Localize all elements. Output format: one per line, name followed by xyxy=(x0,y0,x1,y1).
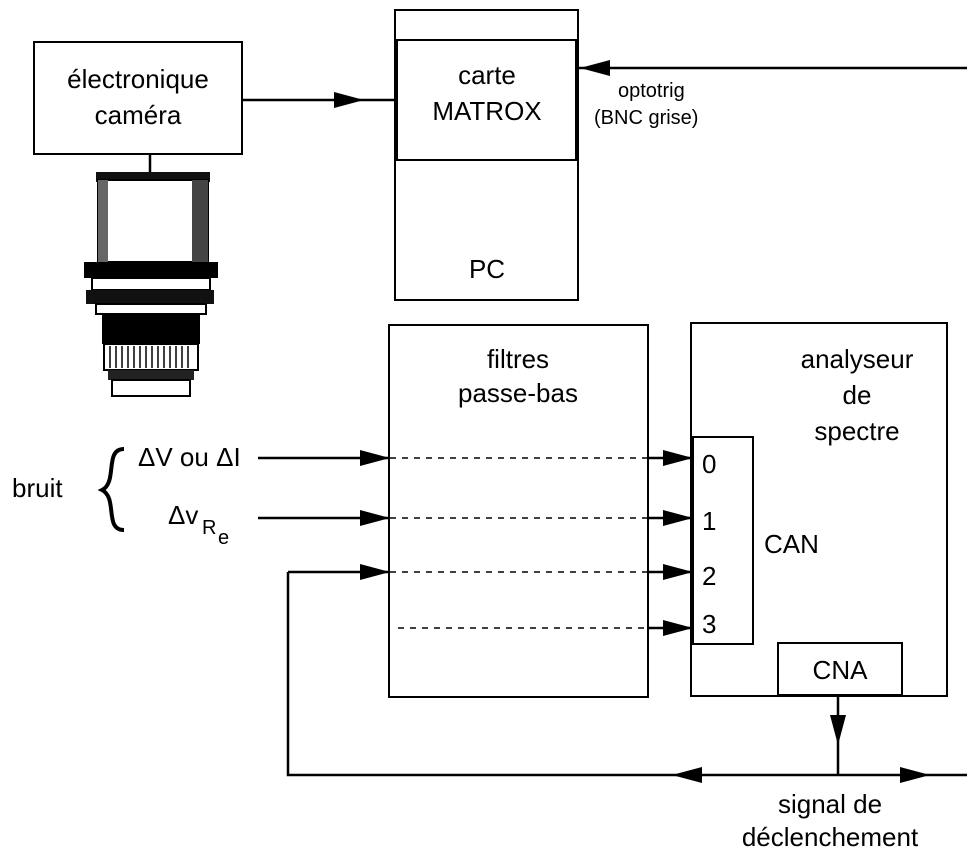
can-channel-0: 0 xyxy=(702,449,716,479)
channel-2-output-arrow xyxy=(663,564,693,580)
matrox-label-1: carte xyxy=(458,60,516,90)
analyzer-label-2: de xyxy=(843,380,872,410)
noise-label: bruit xyxy=(12,473,63,503)
can-label: CAN xyxy=(764,529,819,559)
optotrig-label-1: optotrig xyxy=(618,80,685,102)
optotrig-arrow xyxy=(580,60,610,76)
camera-electronics-box xyxy=(33,41,243,155)
pc-label: PC xyxy=(469,254,505,284)
filters-label-2: passe-bas xyxy=(458,378,578,408)
camera-electronics-label-2: caméra xyxy=(95,100,182,130)
channel-2-input-arrow xyxy=(360,564,390,580)
channel-0-input-arrow xyxy=(360,450,390,466)
trigger-label-2: déclenchement xyxy=(742,822,919,852)
can-box xyxy=(692,436,754,645)
video-arrow xyxy=(334,92,364,108)
can-channel-2: 2 xyxy=(702,561,716,591)
channel-1-output-arrow xyxy=(663,510,693,526)
channel-1-input-arrow xyxy=(360,510,390,526)
matrox-card-box xyxy=(396,39,577,161)
filters-label-1: filtres xyxy=(487,344,549,374)
trigger-loop-wire xyxy=(286,572,967,777)
matrox-label-2: MATROX xyxy=(432,96,541,126)
analyzer-label-1: analyseur xyxy=(801,344,914,374)
cna-output-arrow xyxy=(830,715,846,745)
cna-label: CNA xyxy=(813,655,869,685)
camera-electronics-label-1: électronique xyxy=(67,64,209,94)
trigger-label-1: signal de xyxy=(778,789,882,819)
noise-input-1: ΔV ou ΔI xyxy=(138,442,241,472)
svg-text:Δv: Δv xyxy=(168,500,198,530)
channel-3-output-arrow xyxy=(663,620,693,636)
noise-brace xyxy=(97,447,125,532)
channel-0-output-arrow xyxy=(663,450,693,466)
can-channel-1: 1 xyxy=(702,506,716,536)
camera-icon xyxy=(84,172,218,397)
filters-box xyxy=(388,324,649,698)
svg-text:e: e xyxy=(218,527,229,549)
optotrig-label-2: (BNC grise) xyxy=(594,107,698,129)
trigger-left-arrow xyxy=(672,767,702,783)
svg-text:R: R xyxy=(202,517,216,539)
noise-input-2: Δv R e xyxy=(168,500,229,549)
cna-box xyxy=(777,642,903,696)
can-channel-3: 3 xyxy=(702,609,716,639)
analyzer-label-3: spectre xyxy=(814,416,899,446)
trigger-right-arrow xyxy=(900,767,930,783)
